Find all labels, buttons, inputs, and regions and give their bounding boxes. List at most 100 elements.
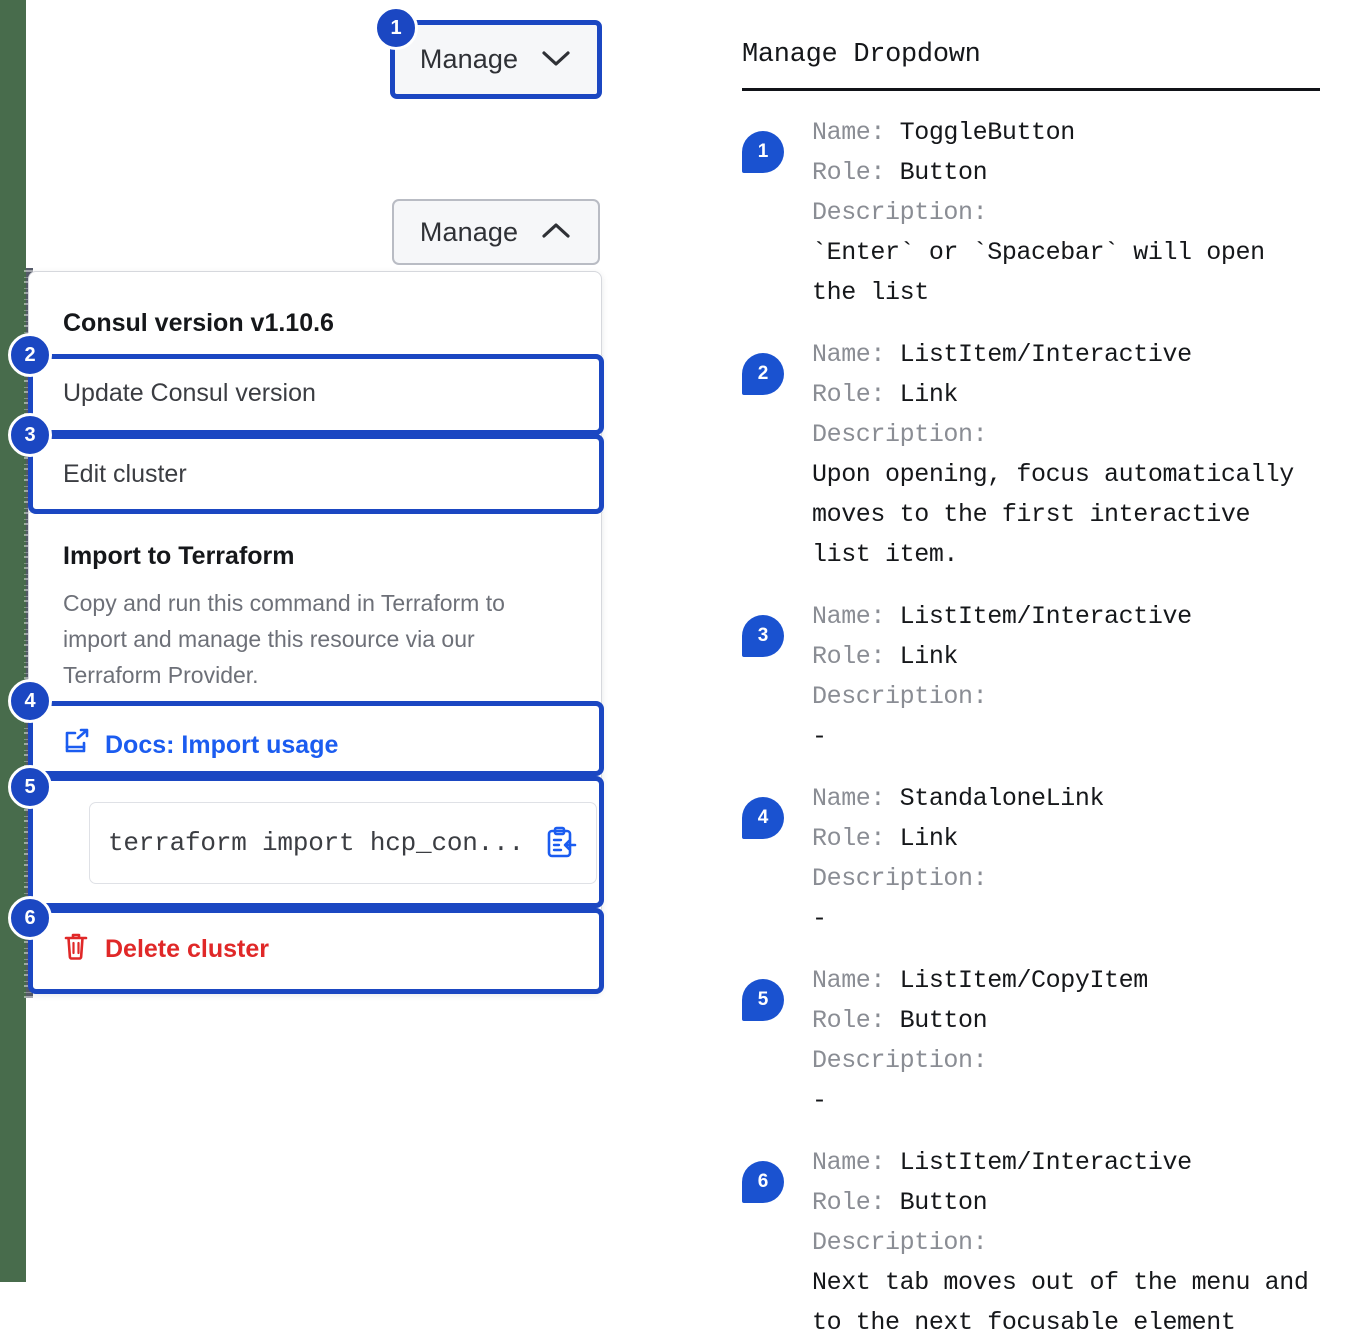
callout-badge-2: 2 [8, 333, 52, 377]
doc-role-value: Button [899, 1006, 988, 1035]
doc-badge-holder: 6 [742, 1161, 784, 1203]
doc-badge-holder: 4 [742, 797, 784, 839]
doc-role-label-line: Role: Button [812, 153, 1265, 193]
manage-toggle-button-closed[interactable]: Manage [390, 20, 602, 99]
doc-name-label-line: Name: ListItem/Interactive [812, 335, 1294, 375]
manage-button-label: Manage [419, 44, 519, 74]
edit-cluster-item[interactable]: Edit cluster [63, 460, 187, 488]
terraform-command-text: terraform import hcp_con... [108, 828, 524, 858]
doc-badge-holder: 5 [742, 979, 784, 1021]
doc-name-label: Name: [812, 784, 900, 813]
doc-name-label-line: Name: ListItem/Interactive [812, 597, 1192, 637]
doc-role-label-line: Role: Button [812, 1183, 1308, 1223]
page-edge-strip [0, 0, 26, 1282]
trash-icon [63, 931, 89, 968]
doc-role-value: Button [899, 158, 988, 187]
doc-badge-holder: 1 [742, 131, 784, 173]
callout-badge-1: 1 [374, 6, 418, 50]
doc-badge-holder: 2 [742, 353, 784, 395]
doc-callout-badge-4: 4 [742, 797, 784, 839]
doc-name-label: Name: [812, 966, 900, 995]
doc-description-value: Upon opening, focus automatically moves … [812, 460, 1294, 569]
delete-cluster-item[interactable]: Delete cluster [63, 931, 269, 968]
doc-panel-title: Manage Dropdown [742, 40, 981, 70]
manage-button-label-open: Manage [419, 216, 519, 247]
doc-name-value: ListItem/Interactive [899, 340, 1192, 369]
doc-callout-badge-1: 1 [742, 131, 784, 173]
callout-badge-3: 3 [8, 413, 52, 457]
doc-name-value: ToggleButton [899, 118, 1076, 147]
doc-description-label: Description: [812, 198, 988, 227]
terraform-description: Copy and run this command in Terraform t… [63, 590, 505, 688]
doc-name-label-line: Name: ListItem/Interactive [812, 1143, 1308, 1183]
chevron-down-icon [540, 44, 572, 75]
update-consul-version-item[interactable]: Update Consul version [63, 379, 316, 407]
consul-version-heading: Consul version v1.10.6 [63, 309, 334, 337]
manage-dropdown-panel: Consul version v1.10.6 Update Consul ver… [28, 271, 603, 993]
doc-name-value: ListItem/Interactive [899, 1148, 1192, 1177]
doc-role-label: Role: [812, 824, 900, 853]
doc-name-label: Name: [812, 1148, 900, 1177]
doc-callout-badge-3: 3 [742, 615, 784, 657]
docs-link-label: Docs: Import usage [105, 731, 339, 759]
doc-name-label-line: Name: ListItem/CopyItem [812, 961, 1148, 1001]
divider [29, 355, 603, 356]
doc-name-value: StandaloneLink [899, 784, 1105, 813]
doc-description-label: Description: [812, 420, 988, 449]
doc-role-label-line: Role: Link [812, 819, 1104, 859]
doc-role-value: Button [899, 1188, 988, 1217]
doc-name-label: Name: [812, 602, 900, 631]
doc-description-label: Description: [812, 1046, 988, 1075]
doc-name-label-line: Name: StandaloneLink [812, 779, 1104, 819]
clipboard-copy-icon[interactable] [544, 826, 596, 860]
doc-role-label-line: Role: Link [812, 637, 1192, 677]
doc-role-label: Role: [812, 642, 900, 671]
import-to-terraform-heading: Import to Terraform [63, 542, 295, 570]
callout-badge-5: 5 [8, 765, 52, 809]
doc-role-label: Role: [812, 1188, 900, 1217]
doc-role-label: Role: [812, 380, 900, 409]
doc-description-value: - [812, 1086, 827, 1115]
doc-name-label: Name: [812, 118, 900, 147]
doc-callout-badge-2: 2 [742, 353, 784, 395]
doc-name-value: ListItem/CopyItem [899, 966, 1149, 995]
doc-description-value: - [812, 904, 827, 933]
doc-role-label-line: Role: Link [812, 375, 1294, 415]
doc-role-label: Role: [812, 1006, 900, 1035]
doc-role-value: Link [899, 380, 959, 409]
divider [29, 512, 603, 513]
manage-toggle-button-open[interactable]: Manage [392, 199, 600, 265]
chevron-up-icon [540, 217, 572, 248]
doc-role-label-line: Role: Button [812, 1001, 1148, 1041]
divider [29, 432, 603, 433]
doc-description-label: Description: [812, 864, 988, 893]
doc-callout-badge-6: 6 [742, 1161, 784, 1203]
doc-role-label: Role: [812, 158, 900, 187]
doc-description-label: Description: [812, 1228, 988, 1257]
terraform-command-box[interactable]: terraform import hcp_con... [89, 802, 597, 884]
doc-role-value: Link [899, 824, 959, 853]
doc-role-value: Link [899, 642, 959, 671]
doc-badge-holder: 3 [742, 615, 784, 657]
doc-name-label: Name: [812, 340, 900, 369]
doc-description-value: Next tab moves out of the menu and to th… [812, 1268, 1309, 1337]
callout-badge-4: 4 [8, 679, 52, 723]
doc-callout-badge-5: 5 [742, 979, 784, 1021]
doc-description-value: - [812, 722, 827, 751]
docs-external-link-icon [63, 727, 91, 764]
docs-import-usage-link[interactable]: Docs: Import usage [63, 727, 338, 764]
doc-panel-rule [742, 88, 1320, 91]
doc-description-label: Description: [812, 682, 988, 711]
